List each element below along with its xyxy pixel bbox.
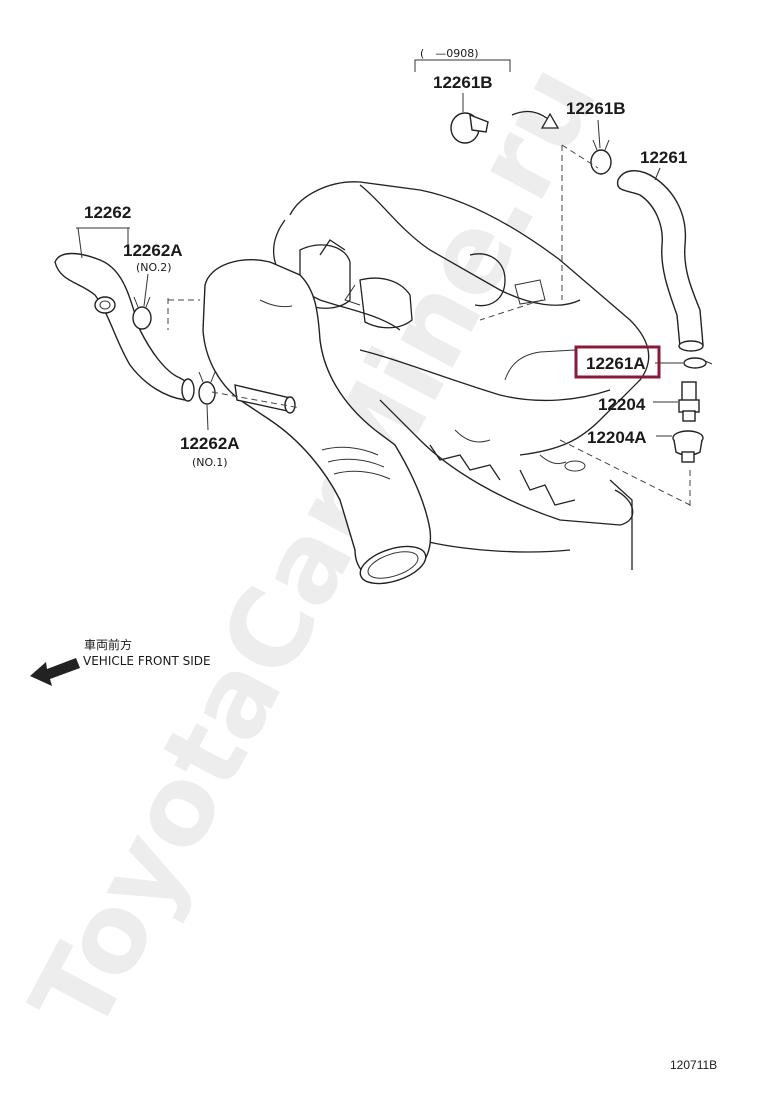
part-label-12204[interactable]: 12204 — [598, 395, 646, 414]
clamp-12261B-top-drawing — [450, 112, 489, 144]
clamp-12262A-no1-drawing — [198, 371, 216, 405]
part-label-12261B-top[interactable]: 12261B — [433, 73, 493, 92]
engine-assembly-drawing — [273, 181, 650, 570]
variant-arrowhead — [540, 112, 560, 129]
hose-12262-drawing — [54, 252, 195, 402]
part-label-12262[interactable]: 12262 — [84, 203, 131, 222]
air-intake-duct-drawing — [202, 259, 432, 585]
part-label-12204A[interactable]: 12204A — [587, 428, 647, 447]
part-label-12261B-right[interactable]: 12261B — [566, 99, 626, 118]
part-sublabel-no2: (NO.2) — [136, 261, 172, 274]
diagram-reference-code: 120711B — [670, 1058, 717, 1072]
hose-12261-drawing — [616, 170, 704, 352]
watermark: ToyotaCarMine.ru — [8, 45, 623, 1052]
clamp-12261B-right-drawing — [590, 139, 612, 175]
part-label-12261A[interactable]: 12261A — [586, 354, 646, 373]
part-label-12262A-no1[interactable]: 12262A — [180, 434, 240, 453]
pcv-valve-12204-drawing — [678, 381, 700, 422]
dashed-leader-lines — [167, 144, 691, 510]
clamp-12262A-no2-drawing — [132, 296, 152, 330]
clip-12261A-drawing — [683, 357, 713, 369]
part-sublabel-no1: (NO.1) — [192, 456, 228, 469]
label-leader-lines — [76, 93, 683, 437]
part-label-12262A-no2[interactable]: 12262A — [123, 241, 183, 260]
grommet-12204A-drawing — [672, 430, 704, 463]
direction-note-japanese: 車両前方 — [84, 637, 132, 652]
highlight-box-12261A — [574, 345, 661, 379]
part-label-12261[interactable]: 12261 — [640, 148, 687, 167]
date-bracket — [414, 59, 511, 72]
vehicle-front-arrow-icon — [30, 658, 80, 686]
direction-note-english: VEHICLE FRONT SIDE — [83, 654, 211, 668]
date-range-label: ( —0908) — [420, 47, 479, 60]
